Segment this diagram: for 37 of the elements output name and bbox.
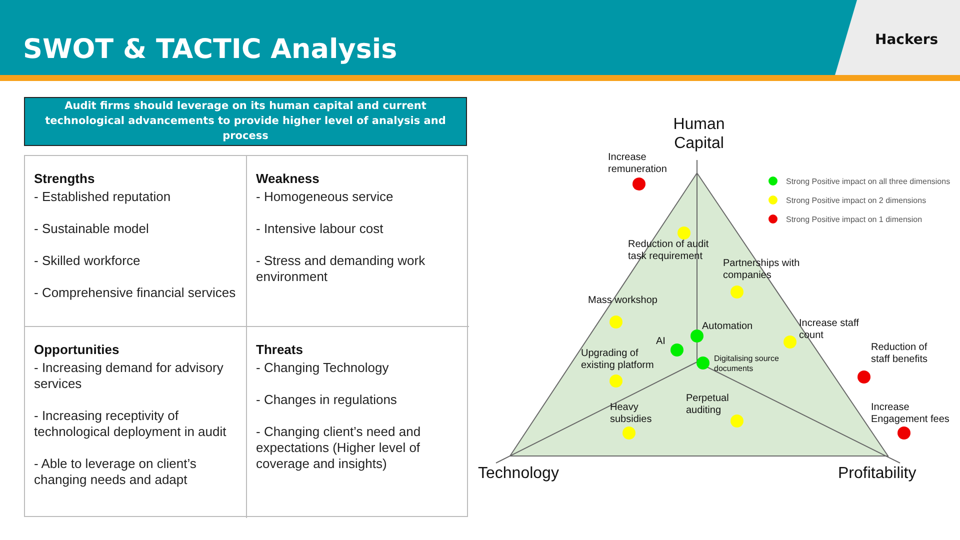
point-label: Automation xyxy=(702,321,753,333)
legend-text: Strong Positive impact on all three dimensions xyxy=(786,176,950,186)
cell-heading: Opportunities xyxy=(34,342,120,358)
bullet-text: - Comprehensive financial services xyxy=(34,285,237,301)
point-label: Increase remuneration xyxy=(608,152,668,176)
bullet-text: - Established reputation xyxy=(34,189,172,205)
point-label: Upgrading of existing platform xyxy=(581,348,655,372)
bullet-text: - Intensive labour cost xyxy=(256,221,384,237)
point-label: Digitalising source documents xyxy=(714,354,780,374)
axis-label: Profitability xyxy=(838,464,916,484)
bullet-text: - Homogeneous service xyxy=(256,189,394,205)
bullet-text: - Increasing demand for advisory services xyxy=(34,360,224,392)
bullet-text: - Changing client’s need and expectations (Higher level of coverage and insights) xyxy=(256,424,422,472)
point-label: AI xyxy=(656,336,666,348)
axis-label: Human Capital xyxy=(672,115,726,154)
slide-title: SWOT & TACTIC Analysis xyxy=(23,34,398,65)
point-label: Mass workshop xyxy=(588,295,658,307)
team-name: Hackers xyxy=(875,32,938,48)
bullet-text: - Changes in regulations xyxy=(256,392,398,408)
bullet-text: - Increasing receptivity of technological deployment in audit xyxy=(34,408,228,440)
point-label: Heavy subsidies xyxy=(610,402,653,426)
cell-heading: Weakness xyxy=(256,171,320,187)
summary-text: Audit firms should leverage on its human capital and current technological advancements to provide higher level of analysis and process xyxy=(44,98,447,144)
bullet-text: - Stress and demanding work environment xyxy=(256,253,426,285)
axis-label: Technology xyxy=(478,464,559,484)
bullet-text: - Able to leverage on client’s changing needs and adapt xyxy=(34,456,198,488)
cell-heading: Threats xyxy=(256,342,304,358)
bullet-text: - Skilled workforce xyxy=(34,253,142,269)
point-label: Increase Engagement fees xyxy=(871,402,950,426)
cell-heading: Strengths xyxy=(34,171,96,187)
legend-text: Strong Positive impact on 1 dimension xyxy=(786,214,922,224)
swot-cell xyxy=(25,156,247,327)
bullet-text: - Changing Technology xyxy=(256,360,390,376)
point-label: Perpetual auditing xyxy=(686,393,730,417)
point-label: Reduction of staff benefits xyxy=(871,342,929,366)
legend-text: Strong Positive impact on 2 dimensions xyxy=(786,196,926,204)
bullet-text: - Sustainable model xyxy=(34,221,150,237)
